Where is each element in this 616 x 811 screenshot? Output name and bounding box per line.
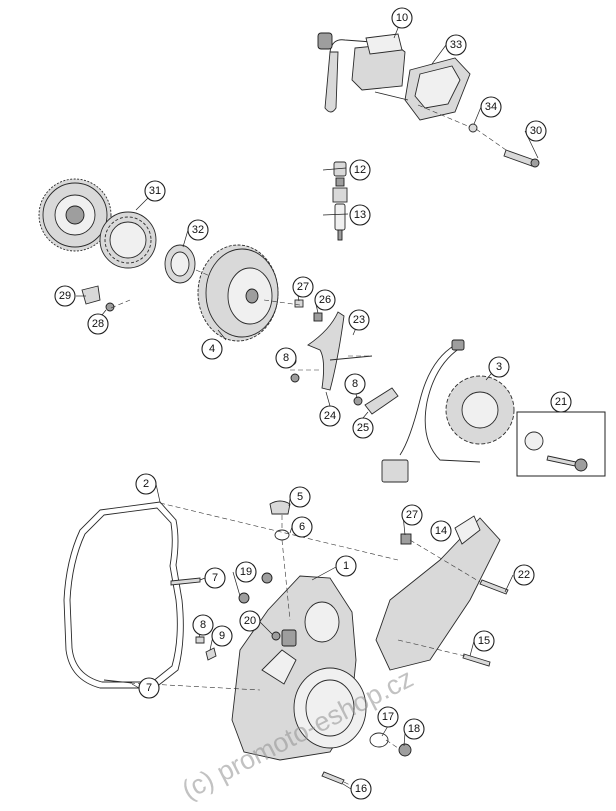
svg-text:4: 4 [209, 343, 215, 355]
svg-text:10: 10 [396, 12, 408, 24]
cover-gasket [63, 501, 184, 689]
svg-text:30: 30 [530, 125, 542, 137]
svg-text:28: 28 [92, 318, 104, 330]
callout-23: 23 [348, 309, 370, 331]
ignition-coil-assembly [317, 32, 540, 168]
inset-box [516, 411, 606, 477]
callout-34: 34 [480, 96, 502, 118]
callout-21: 21 [550, 391, 572, 413]
callout-14: 14 [430, 520, 452, 542]
callout-32: 32 [187, 219, 209, 241]
svg-text:5: 5 [297, 491, 303, 503]
callout-18: 18 [403, 718, 425, 740]
callout-9: 9 [211, 625, 233, 647]
callout-10: 10 [391, 7, 413, 29]
svg-text:21: 21 [555, 396, 567, 408]
callout-30: 30 [525, 120, 547, 142]
svg-text:24: 24 [324, 410, 336, 422]
svg-text:1: 1 [343, 560, 349, 572]
svg-text:19: 19 [240, 566, 252, 578]
svg-text:8: 8 [200, 619, 206, 631]
svg-text:32: 32 [192, 224, 204, 236]
svg-text:9: 9 [219, 630, 225, 642]
svg-text:12: 12 [354, 164, 366, 176]
side-cover [375, 515, 501, 671]
svg-text:14: 14 [435, 525, 447, 537]
callout-22: 22 [513, 564, 535, 586]
freewheel [99, 211, 157, 269]
svg-text:6: 6 [299, 521, 305, 533]
callout-1: 1 [335, 555, 357, 577]
svg-text:13: 13 [354, 209, 366, 221]
callout-8c: 8 [192, 614, 214, 636]
stator [381, 339, 515, 483]
callout-15: 15 [473, 630, 495, 652]
svg-text:23: 23 [353, 314, 365, 326]
callout-8b: 8 [344, 373, 366, 395]
svg-text:17: 17 [382, 711, 394, 723]
ignition-cover [231, 575, 367, 761]
svg-text:8: 8 [283, 352, 289, 364]
callout-33: 33 [445, 34, 467, 56]
svg-text:7: 7 [212, 572, 218, 584]
guide-rail [287, 311, 399, 415]
svg-text:7: 7 [146, 682, 152, 694]
callout-7a: 7 [204, 567, 226, 589]
svg-text:34: 34 [485, 101, 497, 113]
svg-text:26: 26 [319, 294, 331, 306]
callout-2: 2 [135, 473, 157, 495]
callout-4: 4 [201, 338, 223, 360]
svg-text:3: 3 [496, 361, 502, 373]
callout-17: 17 [377, 706, 399, 728]
svg-text:8: 8 [352, 378, 358, 390]
callout-27a: 27 [292, 276, 314, 298]
callout-29: 29 [54, 285, 76, 307]
callout-5: 5 [289, 486, 311, 508]
svg-text:16: 16 [355, 783, 367, 795]
cover-bolts [103, 500, 509, 785]
callout-24: 24 [319, 405, 341, 427]
callout-6: 6 [291, 516, 313, 538]
callout-28: 28 [87, 313, 109, 335]
callout-27b: 27 [401, 504, 423, 526]
svg-text:18: 18 [408, 723, 420, 735]
rotor [197, 244, 279, 342]
callout-20: 20 [239, 610, 261, 632]
svg-text:25: 25 [357, 422, 369, 434]
svg-text:27: 27 [297, 281, 309, 293]
svg-text:2: 2 [143, 478, 149, 490]
spark-plug [332, 161, 348, 241]
callout-19: 19 [235, 561, 257, 583]
callout-25: 25 [352, 417, 374, 439]
starter-gear [38, 178, 112, 252]
assembly-lines [110, 104, 507, 788]
callout-12: 12 [349, 159, 371, 181]
callout-13: 13 [349, 204, 371, 226]
svg-text:22: 22 [518, 569, 530, 581]
svg-text:29: 29 [59, 290, 71, 302]
callout-16: 16 [350, 778, 372, 800]
callout-8a: 8 [275, 347, 297, 369]
bearing [164, 244, 196, 284]
svg-text:31: 31 [149, 185, 161, 197]
svg-text:20: 20 [244, 615, 256, 627]
callout-7b: 7 [138, 677, 160, 699]
svg-text:33: 33 [450, 39, 462, 51]
svg-text:15: 15 [478, 635, 490, 647]
svg-text:27: 27 [406, 509, 418, 521]
callout-31: 31 [144, 180, 166, 202]
callout-3: 3 [488, 356, 510, 378]
callout-26: 26 [314, 289, 336, 311]
